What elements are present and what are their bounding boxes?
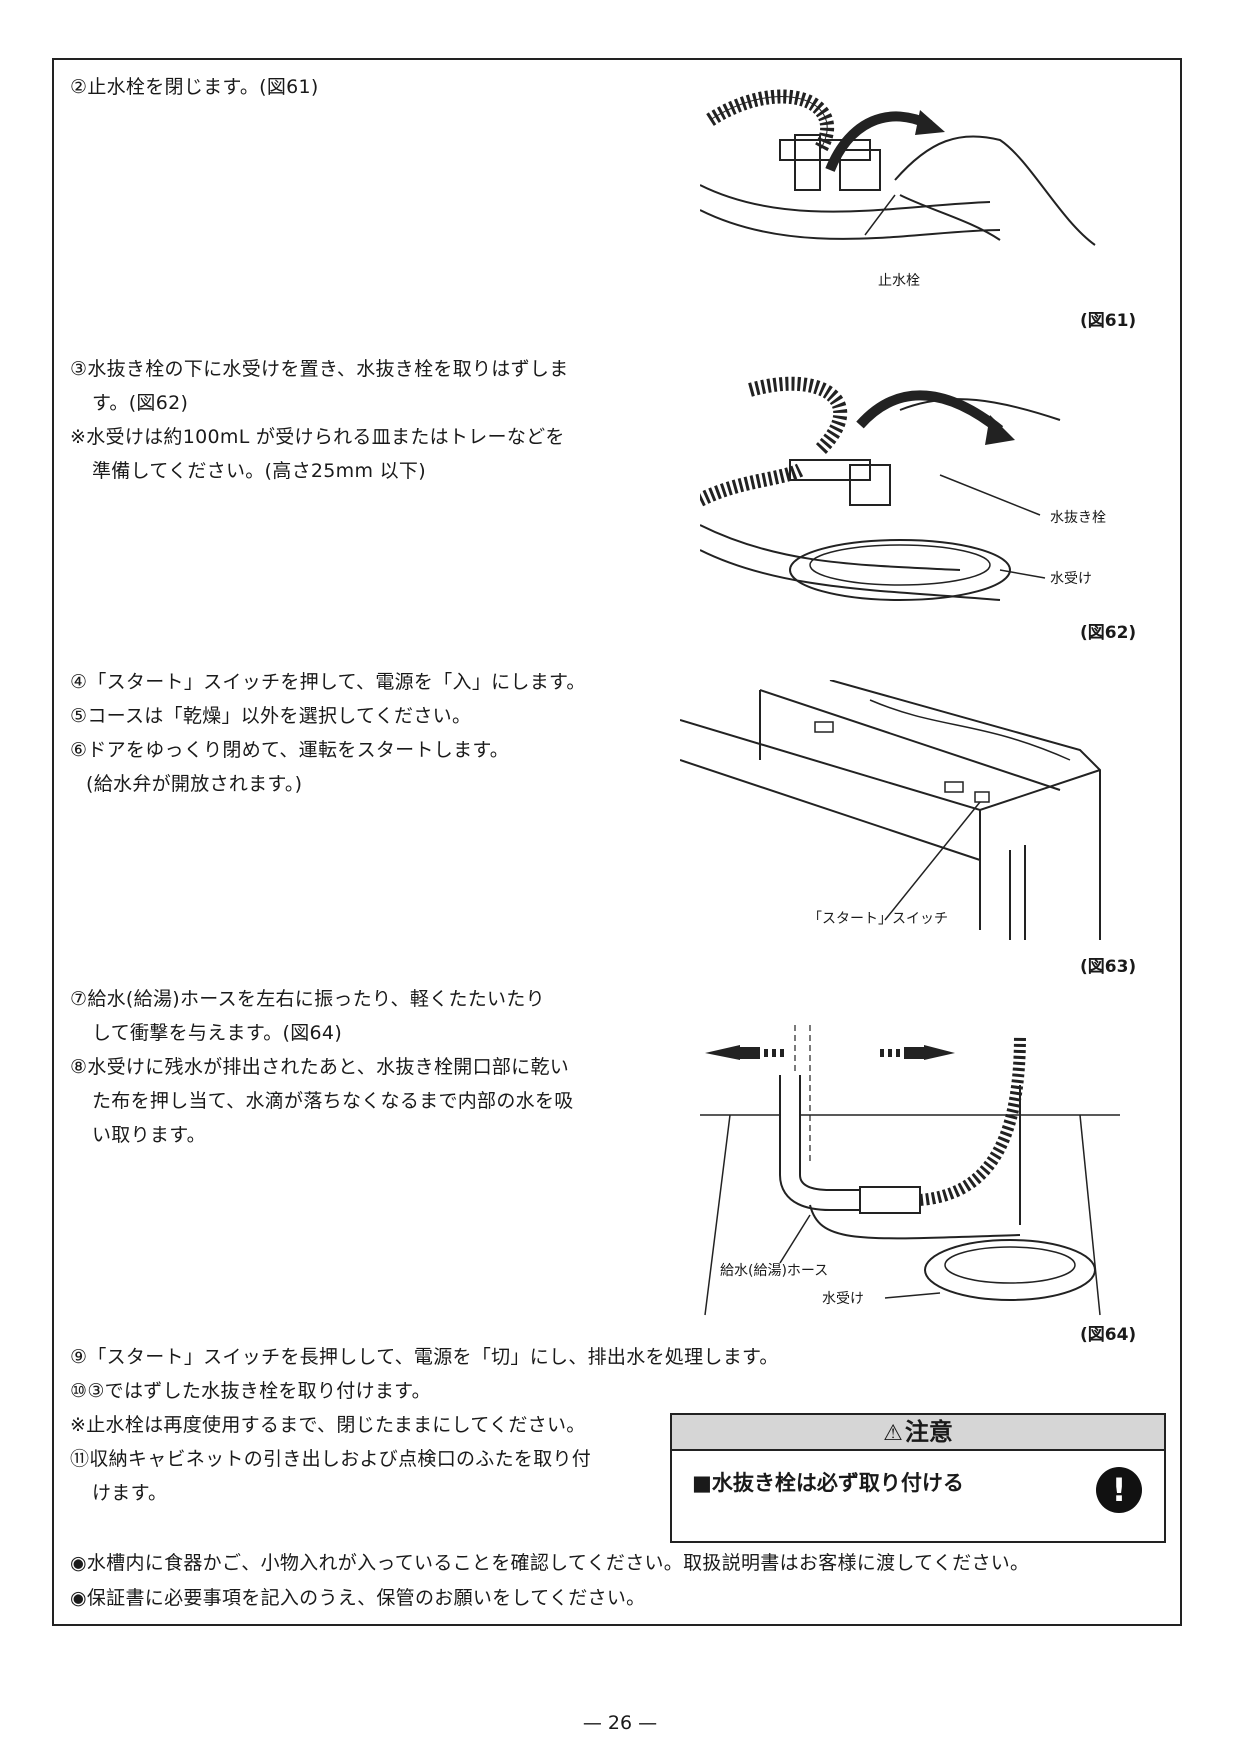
step-11-line-1: ⑪収納キャビネットの引き出しおよび点検口のふたを取り付 — [70, 1448, 592, 1470]
caution-header: ⚠注意 — [672, 1415, 1164, 1451]
page-frame — [52, 58, 1182, 1626]
bullet-2: ◉保証書に必要事項を記入のうえ、保管のお願いをしてください。 — [70, 1587, 646, 1609]
step-10: ⑩③ではずした水抜き栓を取り付けます。 — [70, 1380, 431, 1402]
figure-64-callout-tray: 水受け — [822, 1291, 864, 1307]
bullet-1: ◉水槽内に食器かご、小物入れが入っていることを確認してください。取扱説明書はお客… — [70, 1552, 1030, 1574]
figure-61-illustration — [700, 89, 1096, 246]
figure-64-illustration — [700, 1025, 1120, 1316]
exclamation-icon: ! — [1096, 1467, 1142, 1513]
figure-62-callout-drain-plug: 水抜き栓 — [1050, 510, 1106, 526]
step-4: ④「スタート」スイッチを押して、電源を「入」にします。 — [70, 671, 586, 693]
figure-61-callout-stop-valve: 止水栓 — [878, 273, 920, 289]
step-5: ⑤コースは「乾燥」以外を選択してください。 — [70, 705, 472, 727]
caution-title: 注意 — [904, 1418, 953, 1446]
page-number: — 26 — — [582, 1712, 658, 1734]
figure-62-illustration — [700, 376, 1061, 601]
figure-64-callout-hose: 給水(給湯)ホース — [720, 1263, 829, 1279]
step-8-line-3: い取ります。 — [92, 1124, 206, 1146]
step-8-line-2: た布を押し当て、水滴が落ちなくなるまで内部の水を吸 — [92, 1090, 574, 1112]
step-3-line-2: す。(図62) — [92, 392, 189, 414]
figure-63-illustration — [680, 680, 1101, 940]
figure-64-label: (図64) — [1080, 1325, 1137, 1345]
note-2: ※止水栓は再度使用するまで、閉じたままにしてください。 — [70, 1414, 586, 1436]
note-1-line-2: 準備してください。(高さ25mm 以下) — [92, 460, 426, 482]
step-9: ⑨「スタート」スイッチを長押しして、電源を「切」にし、排出水を処理します。 — [70, 1346, 779, 1368]
step-2: ②止水栓を閉じます。(図61) — [70, 76, 319, 98]
step-7-line-1: ⑦給水(給湯)ホースを左右に振ったり、軽くたたいたり — [70, 988, 545, 1010]
figure-62-callout-tray: 水受け — [1050, 571, 1092, 587]
step-6: ⑥ドアをゆっくり閉めて、運転をスタートします。 — [70, 739, 510, 761]
note-1-line-1: ※水受けは約100mL が受けられる皿またはトレーなどを — [70, 426, 565, 448]
figure-61-label: (図61) — [1080, 311, 1137, 331]
figure-63-label: (図63) — [1080, 957, 1137, 977]
step-11-line-2: けます。 — [92, 1482, 168, 1504]
caution-text: ■水抜き栓は必ず取り付ける — [692, 1471, 964, 1495]
caution-box: ⚠注意 ■水抜き栓は必ず取り付ける ! — [670, 1413, 1166, 1543]
warning-triangle-icon: ⚠ — [883, 1421, 903, 1446]
step-8-line-1: ⑧水受けに残水が排出されたあと、水抜き栓開口部に乾い — [70, 1056, 570, 1078]
step-7-line-2: して衝撃を与えます。(図64) — [92, 1022, 343, 1044]
step-6-sub: (給水弁が開放されます。) — [86, 773, 303, 795]
figure-62-label: (図62) — [1080, 623, 1137, 643]
step-3-line-1: ③水抜き栓の下に水受けを置き、水抜き栓を取りはずしま — [70, 358, 569, 380]
figure-63-callout-start-switch: 「スタート」スイッチ — [808, 911, 948, 927]
